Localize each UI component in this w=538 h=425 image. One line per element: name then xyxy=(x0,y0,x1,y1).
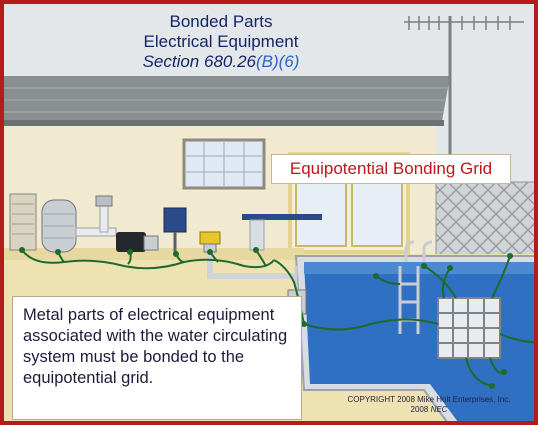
pump-motor xyxy=(116,232,146,252)
title-section: Section 680.26(B)(6) xyxy=(116,52,326,72)
control-panel xyxy=(163,207,187,233)
pipe xyxy=(75,227,117,237)
return-pipe xyxy=(207,254,296,279)
section-number: Section 680.26 xyxy=(142,52,256,71)
title-line-1: Bonded Parts xyxy=(169,12,273,31)
lattice-fence xyxy=(435,181,534,263)
bond-connections xyxy=(19,247,513,389)
diagram-title: Bonded Parts Electrical Equipment Sectio… xyxy=(116,12,326,72)
deck xyxy=(4,248,304,260)
pool-scene xyxy=(4,4,534,421)
copyright-notice: COPYRIGHT 2008 Mike Holt Enterprises, In… xyxy=(324,395,534,415)
nec-label: NEC xyxy=(430,405,448,414)
section-subsection: (B)(6) xyxy=(255,52,300,71)
copyright-line-1: COPYRIGHT 2008 Mike Holt Enterprises, In… xyxy=(347,395,511,404)
fascia xyxy=(4,120,444,126)
bonding-grid-callout: Equipotential Bonding Grid xyxy=(271,154,511,184)
roof xyxy=(4,76,450,121)
title-line-2: Electrical Equipment xyxy=(143,32,299,51)
explanation-note: Metal parts of electrical equipment asso… xyxy=(12,296,302,420)
bonding-grid xyxy=(437,297,501,359)
diving-board xyxy=(242,214,322,220)
copyright-year: 2008 xyxy=(410,405,431,414)
bonding-wires xyxy=(21,249,534,387)
chlorinator xyxy=(199,231,221,245)
heater-box xyxy=(9,193,37,251)
antenna xyxy=(404,16,524,30)
copyright-line-2: 2008 NEC xyxy=(324,405,534,415)
